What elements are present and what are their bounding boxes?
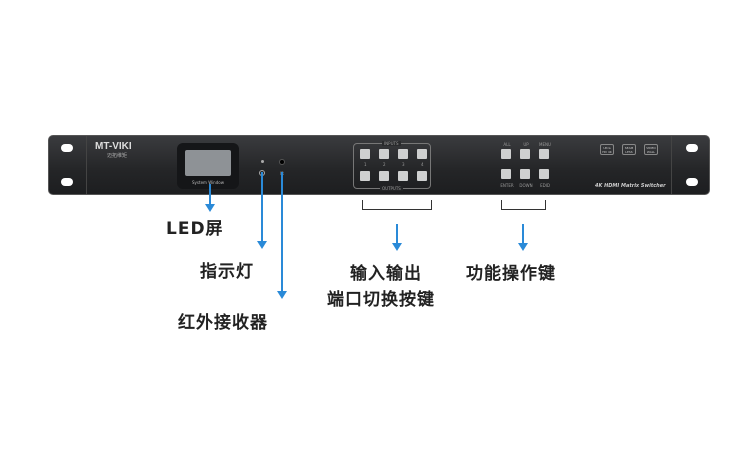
- function-button-edid[interactable]: [539, 169, 549, 179]
- callout-indicator: 指示灯: [200, 262, 254, 282]
- rack-ear-right: [671, 136, 709, 194]
- function-button-all[interactable]: [501, 149, 511, 159]
- inputs-label: INPUTS: [382, 141, 401, 146]
- badge-4k: Ultra HD 4K: [600, 144, 614, 155]
- function-bracket: [501, 200, 546, 210]
- arrow-down-icon: [392, 243, 402, 251]
- lcd-screen: [185, 150, 231, 176]
- ir-sensor: [279, 159, 285, 165]
- outputs-label: OUTPUTS: [380, 186, 403, 191]
- brand-sub: 迈拓维矩: [107, 153, 128, 159]
- arrow-down-icon: [277, 291, 287, 299]
- input-button-4[interactable]: [417, 149, 427, 159]
- badge-seamless: SEAM LESS: [622, 144, 636, 155]
- output-button-4[interactable]: [417, 171, 427, 181]
- function-label: DOWN: [519, 183, 533, 188]
- io-bracket: [362, 200, 432, 210]
- badge-videowall: VIDEO WALL: [644, 144, 658, 155]
- function-button-enter[interactable]: [501, 169, 511, 179]
- indicator-led: [261, 160, 264, 163]
- rack-ear-left: [49, 136, 87, 194]
- lcd-display: System Window: [177, 143, 239, 189]
- indicator-arrow-line: [261, 172, 263, 242]
- matrix-switcher-front-panel: MT-VIKI 迈拓维矩 System Window IR INPUTS OUT…: [48, 135, 710, 195]
- function-button-down[interactable]: [520, 169, 530, 179]
- function-label: ENTER: [500, 183, 514, 188]
- output-button-1[interactable]: [360, 171, 370, 181]
- output-button-3[interactable]: [398, 171, 408, 181]
- arrow-down-icon: [205, 204, 215, 212]
- callout-io-line1: 输入输出: [350, 264, 422, 284]
- port-number: 4: [421, 162, 424, 167]
- mount-hole: [61, 178, 73, 186]
- io-arrow-line: [396, 224, 398, 244]
- function-label: UP: [523, 142, 529, 147]
- arrow-down-icon: [257, 241, 267, 249]
- led-arrow-line: [209, 184, 211, 206]
- callout-io-line2: 端口切换按键: [327, 290, 435, 310]
- function-label: EDID: [540, 183, 550, 188]
- input-button-2[interactable]: [379, 149, 389, 159]
- model-name: 4K HDMI Matrix Switcher: [595, 183, 666, 189]
- function-button-up[interactable]: [520, 149, 530, 159]
- arrow-down-icon: [518, 243, 528, 251]
- input-button-1[interactable]: [360, 149, 370, 159]
- callout-led-screen: LED屏: [166, 219, 224, 239]
- function-label: ALL: [503, 142, 511, 147]
- callout-function-keys: 功能操作键: [466, 264, 556, 284]
- ir-arrow-line: [281, 172, 283, 292]
- brand-logo: MT-VIKI: [95, 141, 132, 152]
- port-number: 2: [383, 162, 386, 167]
- lcd-caption: System Window: [192, 180, 224, 185]
- mount-hole: [686, 178, 698, 186]
- mount-hole: [61, 144, 73, 152]
- mount-hole: [686, 144, 698, 152]
- function-label: MENU: [539, 142, 551, 147]
- output-button-2[interactable]: [379, 171, 389, 181]
- port-number: 1: [364, 162, 367, 167]
- callout-ir-receiver: 红外接收器: [178, 313, 268, 333]
- input-button-3[interactable]: [398, 149, 408, 159]
- function-arrow-line: [522, 224, 524, 244]
- function-button-menu[interactable]: [539, 149, 549, 159]
- port-number: 3: [402, 162, 405, 167]
